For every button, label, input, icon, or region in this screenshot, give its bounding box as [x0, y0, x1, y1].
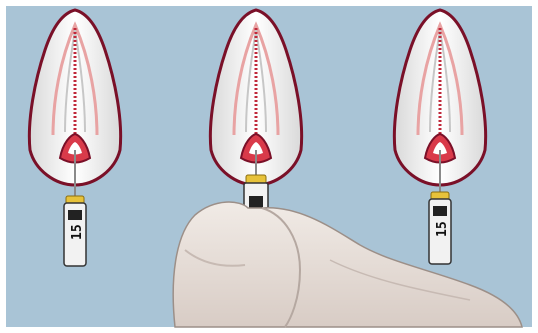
file-left-size-label: 15 [70, 224, 85, 240]
file-right-size-label: 15 [435, 221, 450, 237]
